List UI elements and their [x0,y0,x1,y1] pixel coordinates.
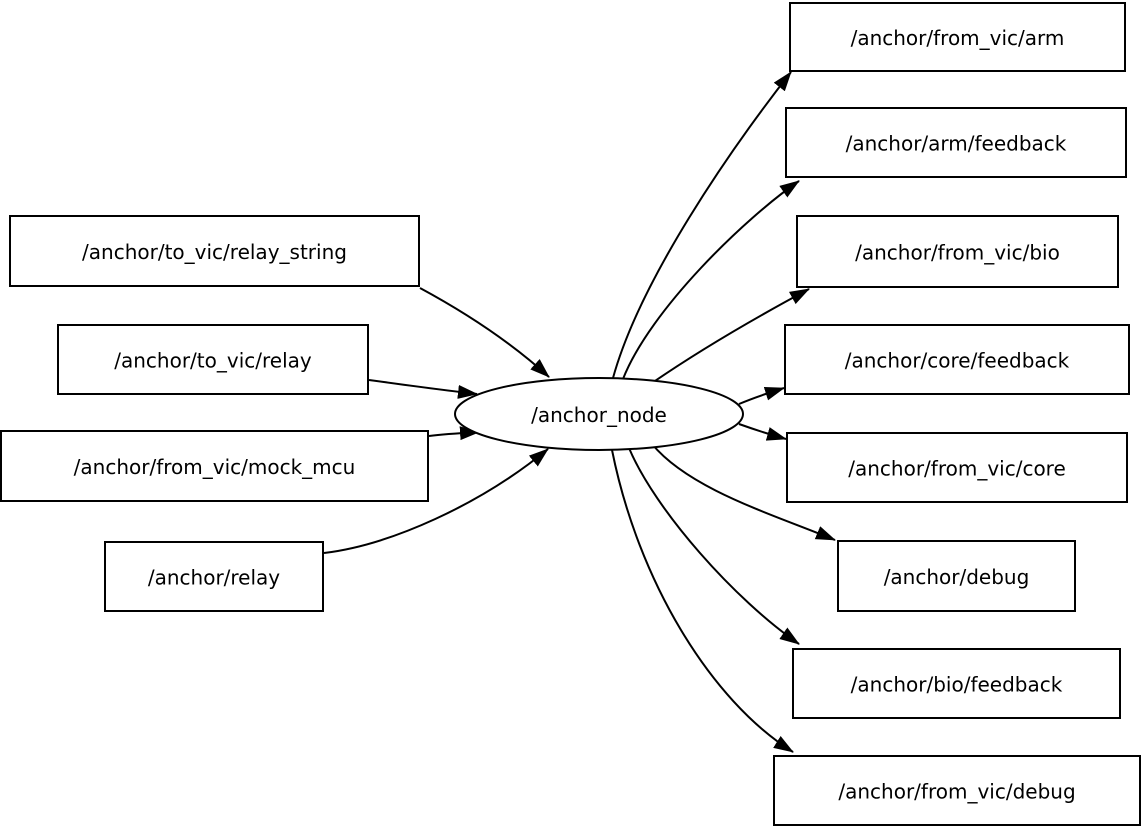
node-label-anchor_to_vic_relay: /anchor/to_vic/relay [114,349,312,373]
graph-node-anchor_from_vic_bio: /anchor/from_vic/bio [796,215,1119,288]
node-box [0,430,429,502]
node-box [796,215,1119,288]
graph-node-anchor_from_vic_debug: /anchor/from_vic/debug [773,755,1141,826]
node-box [792,648,1121,719]
node-box [784,324,1130,395]
node-label-anchor_from_vic_arm: /anchor/from_vic/arm [851,26,1065,50]
node-label-anchor_from_vic_bio: /anchor/from_vic/bio [855,241,1060,265]
node-box [9,215,420,287]
node-label-anchor_from_vic_debug: /anchor/from_vic/debug [838,780,1075,804]
node-box [789,2,1126,72]
node-label-anchor_from_vic_mock_mcu: /anchor/from_vic/mock_mcu [74,455,356,479]
node-box [104,541,324,612]
node-box [785,107,1127,178]
edge-anchor_relay-to-anchor_node [323,448,549,554]
edge-anchor_node-to-anchor_from_vic_arm [612,71,792,379]
graph-node-anchor_debug: /anchor/debug [837,540,1076,612]
graph-node-anchor_from_vic_arm: /anchor/from_vic/arm [789,2,1126,72]
graph-node-anchor_from_vic_core: /anchor/from_vic/core [786,432,1128,503]
graph-node-anchor_arm_feedback: /anchor/arm/feedback [785,107,1127,178]
edge-anchor_node-to-anchor_from_vic_core [738,423,787,441]
edge-anchor_to_vic_relay-to-anchor_node [368,379,478,399]
node-box [773,755,1141,826]
edges-layer [323,71,836,753]
graph-node-anchor_core_feedback: /anchor/core/feedback [784,324,1130,395]
edge-anchor_node-to-anchor_from_vic_debug [611,449,794,753]
edge-anchor_to_vic_relay_string-to-anchor_node [419,287,550,378]
node-label-anchor_core_feedback: /anchor/core/feedback [845,349,1070,373]
graph-node-anchor_bio_feedback: /anchor/bio/feedback [792,648,1121,719]
node-label-anchor_debug: /anchor/debug [884,565,1030,589]
node-label-anchor_to_vic_relay_string: /anchor/to_vic/relay_string [82,240,347,264]
node-label-anchor_arm_feedback: /anchor/arm/feedback [846,132,1067,156]
node-label-anchor_bio_feedback: /anchor/bio/feedback [851,673,1063,697]
edge-anchor_from_vic_mock_mcu-to-anchor_node [428,426,480,441]
node-label-anchor_node: /anchor_node [531,403,667,427]
graph-node-anchor_to_vic_relay_string: /anchor/to_vic/relay_string [9,215,420,287]
graph-node-anchor_node: /anchor_node [454,377,744,451]
edge-anchor_node-to-anchor_bio_feedback [628,447,800,645]
edge-anchor_node-to-anchor_from_vic_bio [651,288,810,384]
edge-anchor_node-to-anchor_arm_feedback [622,180,800,380]
node-label-anchor_relay: /anchor/relay [148,566,280,590]
node-box [57,324,369,395]
node-label-anchor_from_vic_core: /anchor/from_vic/core [848,457,1066,481]
graph-node-anchor_relay: /anchor/relay [104,541,324,612]
edge-anchor_node-to-anchor_debug [651,443,836,541]
edge-anchor_node-to-anchor_core_feedback [738,386,785,405]
graph-node-anchor_to_vic_relay: /anchor/to_vic/relay [57,324,369,395]
node-box [837,540,1076,612]
graph-node-anchor_from_vic_mock_mcu: /anchor/from_vic/mock_mcu [0,430,429,502]
node-box [786,432,1128,503]
node-ellipse [454,377,744,451]
